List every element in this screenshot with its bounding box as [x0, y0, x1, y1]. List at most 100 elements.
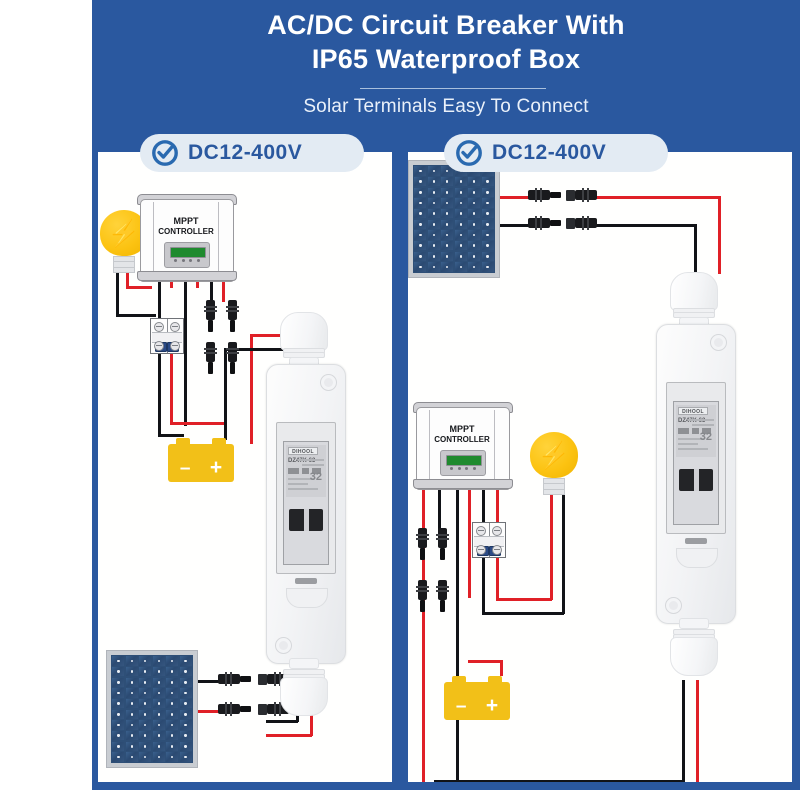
wire-negative: [456, 488, 459, 674]
bulb-base-ring: [543, 489, 565, 496]
light-bulb-right: ⚡: [530, 432, 578, 496]
voltage-badge-left-label: DC12-400V: [188, 141, 303, 164]
label-fine-print: [678, 438, 704, 440]
mppt-bottom-base: [137, 271, 237, 281]
page-title: AC/DC Circuit Breaker With IP65 Waterpro…: [92, 8, 800, 76]
cable-gland-bottom-right: [670, 618, 718, 676]
wire-negative: [210, 276, 213, 302]
cable-gland-top-right: [670, 272, 718, 328]
wire-negative: [682, 680, 685, 782]
toggle-gap: [693, 469, 699, 491]
label-fine-print: [298, 459, 324, 461]
solar-cell-grid: [413, 165, 495, 273]
wire-negative: [224, 348, 227, 440]
wire-positive: [496, 488, 499, 528]
wire-negative: [158, 352, 161, 436]
box-clear-window: DIHOOL DZ47X-63 32: [276, 422, 336, 574]
wire-positive: [718, 196, 721, 274]
gland-dome: [280, 312, 328, 351]
cert-mark-ce: [702, 428, 711, 434]
box-corner-screw: [320, 374, 337, 391]
bulb-base-ring: [113, 267, 135, 274]
mppt-side-line: [429, 410, 431, 481]
mppt-lcd-screen: [170, 247, 206, 258]
battery-terminal: [175, 438, 191, 446]
page-subtitle: Solar Terminals Easy To Connect: [303, 96, 589, 117]
mc4-connector-male: [414, 528, 432, 562]
toggle-gap: [303, 509, 309, 531]
wire-positive: [500, 196, 532, 199]
wire-negative: [434, 780, 684, 782]
bulb-glass: [530, 432, 578, 478]
title-line-1: AC/DC Circuit Breaker With: [267, 10, 625, 40]
cert-mark-ce: [312, 468, 321, 474]
wire-positive: [126, 268, 129, 288]
breaker-model: DZ47X-63: [288, 458, 316, 464]
wire-negative: [694, 224, 697, 274]
mc4-connector-female: [258, 700, 292, 720]
waterproof-breaker-box-left: DIHOOL DZ47X-63 32: [266, 364, 346, 664]
voltage-badge-right-label: DC12-400V: [492, 141, 607, 164]
mppt-bottom-base: [413, 479, 513, 489]
breaker-current-rating: 32: [309, 471, 322, 483]
waterproof-breaker-box-right: DIHOOL DZ47X-63 32: [656, 324, 736, 624]
wire-positive: [496, 556, 499, 600]
header: AC/DC Circuit Breaker With IP65 Waterpro…: [92, 0, 800, 140]
mini-circuit-breaker-right: [472, 522, 506, 558]
mppt-controller-right: MPPT CONTROLLER: [413, 402, 513, 490]
voltage-badge-left: DC12-400V: [140, 134, 364, 172]
wire-negative: [116, 314, 156, 317]
voltage-badge-right: DC12-400V: [444, 134, 668, 172]
wire-negative: [184, 276, 187, 426]
check-circle-icon: [456, 140, 482, 166]
wire-negative: [116, 268, 119, 316]
wire-negative: [224, 348, 298, 351]
label-fine-print: [288, 488, 318, 490]
label-fine-print: [688, 419, 714, 421]
solar-panel-right: [408, 160, 500, 278]
check-circle-icon: [152, 140, 178, 166]
mcb-terminal-screw: [492, 545, 502, 555]
mcb-terminal-screw: [476, 526, 486, 536]
box-corner-screw: [710, 334, 727, 351]
wire-negative: [456, 672, 459, 782]
wire-negative: [482, 488, 485, 528]
breaker-current-rating: 32: [699, 431, 712, 443]
battery-body: [444, 682, 510, 720]
mc4-connector-male: [528, 186, 562, 206]
wire-positive: [250, 334, 253, 444]
mcb-terminal-screw: [492, 526, 502, 536]
gland-dome: [670, 637, 718, 676]
battery-terminal: [487, 676, 503, 684]
breaker-label: DIHOOL DZ47X-63 32: [676, 405, 716, 457]
label-fine-print: [692, 424, 714, 426]
mcb-terminal-screw: [170, 341, 180, 351]
label-fine-print: [678, 448, 708, 450]
mcb-terminal-screw: [154, 341, 164, 351]
box-notch: [676, 548, 718, 568]
mc4-connector-male: [218, 700, 252, 720]
title-divider: [360, 88, 546, 89]
wire-positive: [468, 660, 502, 663]
wire-positive: [196, 276, 199, 288]
wire-positive: [496, 598, 552, 601]
label-fine-print: [302, 464, 324, 466]
wire-positive: [170, 422, 226, 425]
mppt-indicator-dots: [174, 259, 200, 262]
mini-circuit-breaker-left: [150, 318, 184, 354]
wire-positive: [196, 710, 222, 713]
wire-positive: [422, 530, 425, 782]
battery-left: – +: [168, 438, 234, 482]
mc4-connector-male: [202, 300, 220, 334]
box-latch[interactable]: [685, 538, 707, 544]
battery-plus-label: +: [485, 694, 499, 718]
diagram-panel-right: MPPT CONTROLLER: [408, 152, 792, 782]
label-fine-print: [288, 478, 314, 480]
mc4-connector-male: [528, 214, 562, 234]
gland-dome: [670, 272, 718, 311]
mcb-terminal-screw: [476, 545, 486, 555]
box-latch[interactable]: [295, 578, 317, 584]
mc4-connector-male: [202, 342, 220, 376]
solar-panel-left: [106, 650, 198, 768]
